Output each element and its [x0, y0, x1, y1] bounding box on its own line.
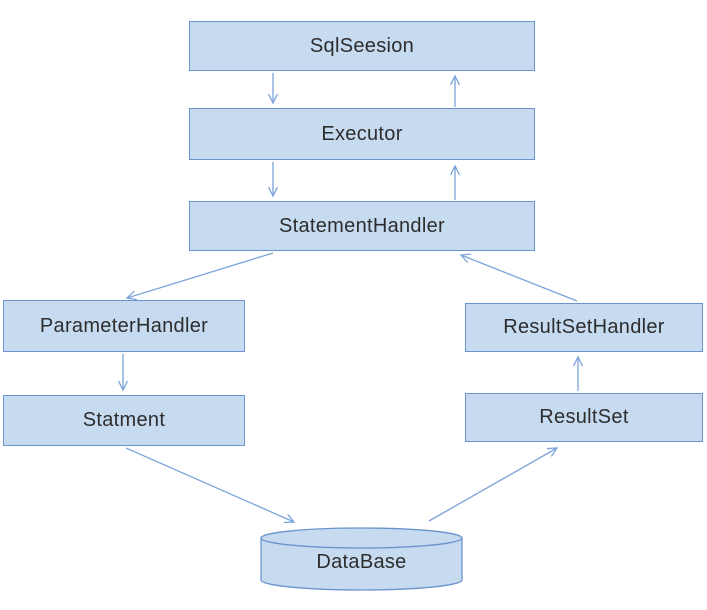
node-resultset: ResultSet: [465, 393, 703, 442]
database-cylinder-icon: [260, 527, 463, 591]
node-resultset-label: ResultSet: [539, 406, 629, 428]
node-parameter-handler-label: ParameterHandler: [39, 314, 209, 337]
edge-resultsethandler-statementhandler: [459, 253, 578, 302]
node-resultset-handler-label: ResultSetHandler: [503, 316, 665, 338]
edge-database-resultset: [428, 447, 559, 522]
node-sqlsession-label: SqlSeesion: [309, 34, 415, 57]
node-statment-label: Statment: [82, 409, 166, 431]
node-executor-label: Executor: [321, 122, 403, 145]
node-database-label: DataBase: [316, 550, 407, 573]
node-parameter-handler: ParameterHandler: [3, 300, 245, 352]
node-statment: Statment: [3, 395, 245, 446]
node-statement-handler: StatementHandler: [189, 201, 535, 251]
node-resultset-handler: ResultSetHandler: [465, 303, 703, 352]
edge-statment-database: [125, 447, 296, 524]
node-statement-handler-label: StatementHandler: [278, 214, 445, 237]
node-database: DataBase: [260, 527, 463, 591]
node-executor: Executor: [189, 108, 535, 160]
edge-statementhandler-parameterhandler: [125, 252, 274, 301]
node-sqlsession: SqlSeesion: [189, 21, 535, 71]
